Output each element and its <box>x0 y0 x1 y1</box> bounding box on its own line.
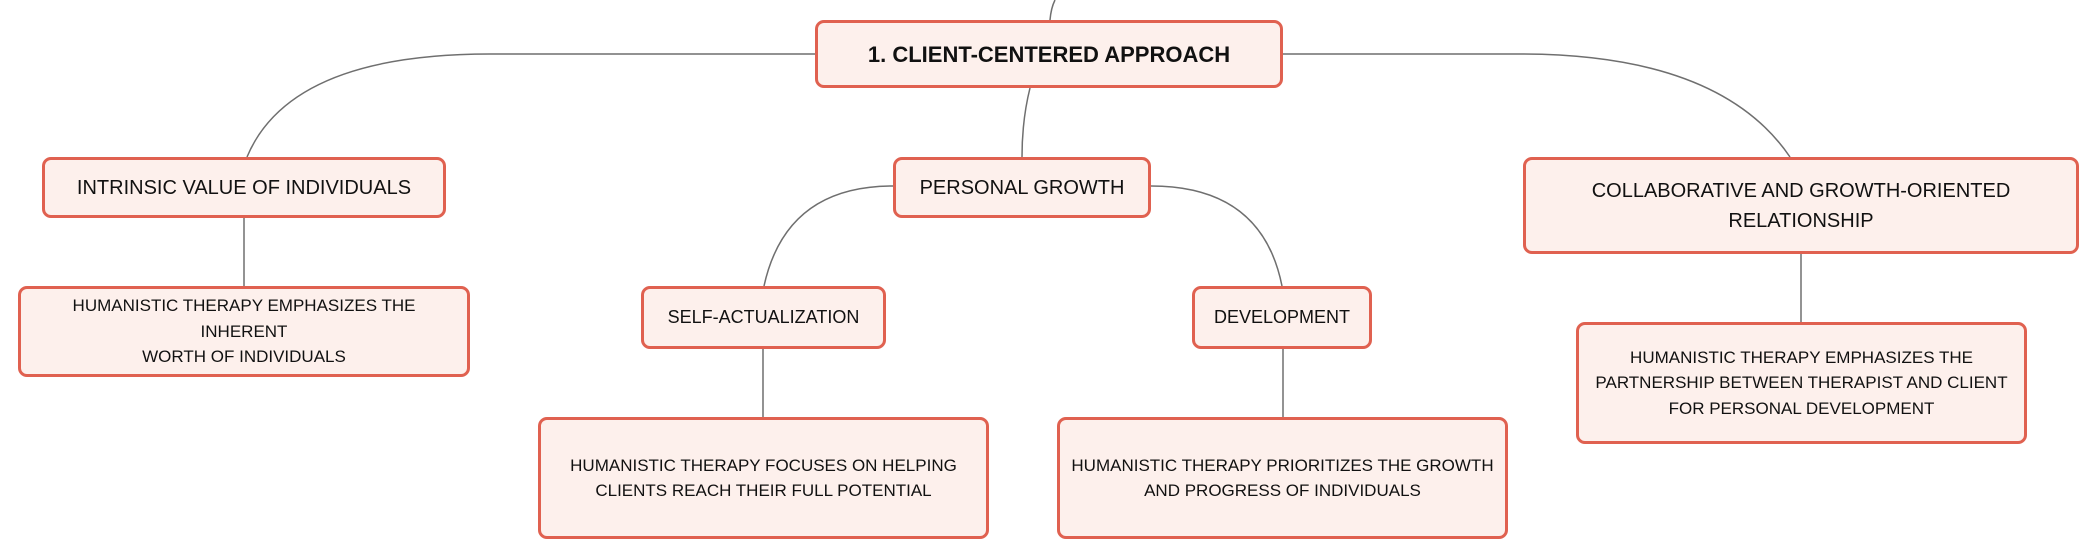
leaf-full-potential[interactable]: HUMANISTIC THERAPY FOCUSES ON HELPING CL… <box>538 417 989 539</box>
leaf-growth-progress-line-2: AND PROGRESS OF INDIVIDUALS <box>1144 481 1421 500</box>
node-intrinsic-value-label: INTRINSIC VALUE OF INDIVIDUALS <box>76 176 412 199</box>
node-personal-growth[interactable]: PERSONAL GROWTH <box>893 157 1151 218</box>
node-collaborative-label: COLLABORATIVE AND GROWTH-ORIENTED RELATI… <box>1591 179 2011 232</box>
node-personal-growth-label: PERSONAL GROWTH <box>919 176 1125 199</box>
node-development[interactable]: DEVELOPMENT <box>1192 286 1372 349</box>
leaf-partnership[interactable]: HUMANISTIC THERAPY EMPHASIZES THE PARTNE… <box>1576 322 2027 444</box>
link-root-to-personal-growth <box>1021 87 1031 158</box>
leaf-full-potential-line-2: CLIENTS REACH THEIR FULL POTENTIAL <box>595 481 932 500</box>
leaf-partnership-line-3: FOR PERSONAL DEVELOPMENT <box>1668 398 1935 418</box>
leaf-growth-progress-line-1: HUMANISTIC THERAPY PRIORITIZES THE GROWT… <box>1071 455 1494 475</box>
link-root-to-intrinsic-value <box>246 53 815 158</box>
leaf-partnership-line-1: HUMANISTIC THERAPY EMPHASIZES THE <box>1630 347 1973 367</box>
leaf-inherent-worth-line-1: HUMANISTIC THERAPY EMPHASIZES THE INHERE… <box>72 296 416 341</box>
leaf-partnership-line-2: PARTNERSHIP BETWEEN THERAPIST AND CLIENT <box>1595 373 2008 393</box>
node-collaborative-relationship[interactable]: COLLABORATIVE AND GROWTH-ORIENTED RELATI… <box>1523 157 2079 254</box>
node-self-actualization[interactable]: SELF-ACTUALIZATION <box>641 286 886 349</box>
leaf-inherent-worth[interactable]: HUMANISTIC THERAPY EMPHASIZES THE INHERE… <box>18 286 470 377</box>
leaf-growth-progress[interactable]: HUMANISTIC THERAPY PRIORITIZES THE GROWT… <box>1057 417 1508 539</box>
leaf-inherent-worth-line-2: WORTH OF INDIVIDUALS <box>142 347 346 367</box>
root-node[interactable]: 1. CLIENT-CENTERED APPROACH <box>815 20 1283 88</box>
leaf-full-potential-line-1: HUMANISTIC THERAPY FOCUSES ON HELPING <box>570 455 957 475</box>
node-development-label: DEVELOPMENT <box>1213 307 1351 327</box>
root-node-label: 1. CLIENT-CENTERED APPROACH <box>867 41 1231 67</box>
link-growth-to-development <box>1150 185 1283 287</box>
link-growth-to-self-actualization <box>763 185 894 287</box>
node-self-actualization-label: SELF-ACTUALIZATION <box>667 307 860 327</box>
link-root-to-collaborative <box>1283 53 1791 158</box>
link-parent-to-root <box>1049 0 1056 21</box>
node-intrinsic-value[interactable]: INTRINSIC VALUE OF INDIVIDUALS <box>42 157 446 218</box>
